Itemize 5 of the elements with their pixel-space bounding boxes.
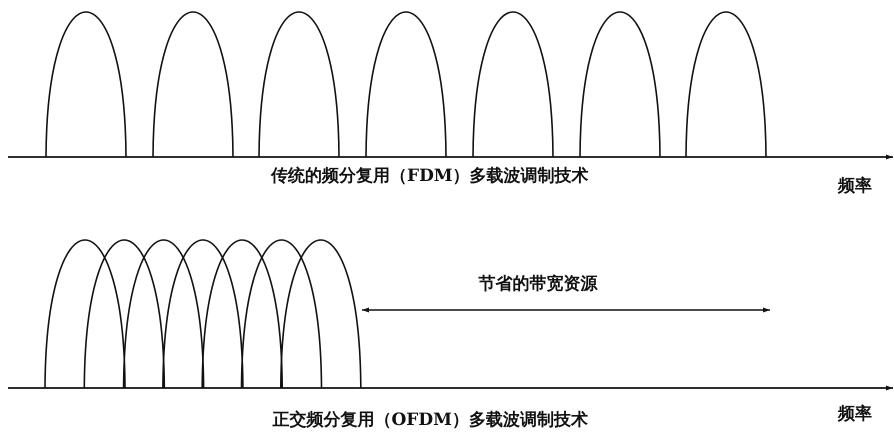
axis-label: 频率 bbox=[838, 404, 872, 424]
annotation: 节省的带宽资源 bbox=[478, 274, 598, 294]
caption: 正交频分复用（OFDM）多载波调制技术 bbox=[272, 410, 588, 430]
axis-label: 频率 bbox=[838, 176, 872, 196]
caption: 传统的频分复用（FDM）多载波调制技术 bbox=[271, 166, 589, 186]
